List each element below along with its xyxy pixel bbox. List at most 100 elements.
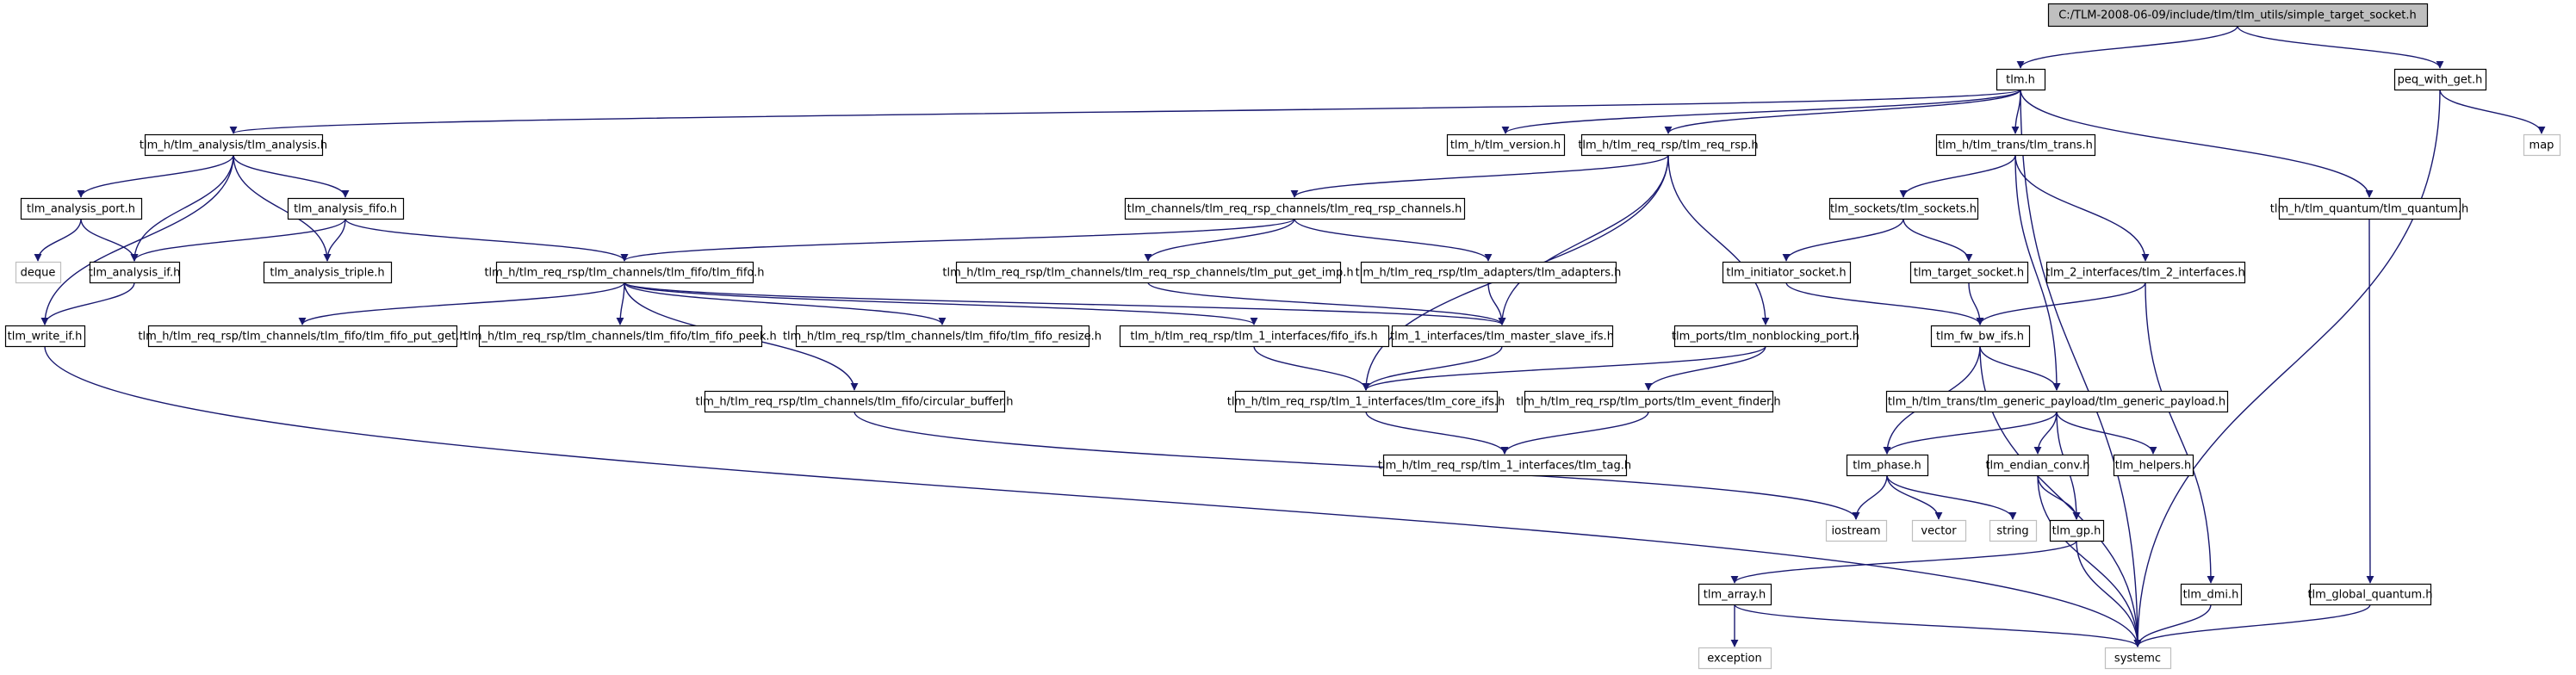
edge-putget-imp-to-master-slave xyxy=(1147,282,1506,325)
graph-node-write-if[interactable]: tlm_write_if.h xyxy=(4,325,86,348)
node-label: tlm_h/tlm_req_rsp/tlm_adapters/tlm_adapt… xyxy=(1356,267,1622,280)
graph-node-gquantum[interactable]: tlm_global_quantum.h xyxy=(2307,583,2433,606)
node-label: tlm_target_socket.h xyxy=(1914,267,2024,280)
node-box xyxy=(147,325,458,348)
node-label: iostream xyxy=(1831,525,1880,538)
node-box xyxy=(1124,197,1466,220)
graph-node-fifo-ifs[interactable]: tlm_h/tlm_req_rsp/tlm_1_interfaces/fifo_… xyxy=(1119,325,1390,348)
graph-node-peq[interactable]: peq_with_get.h xyxy=(2393,68,2487,91)
graph-node-master-slave[interactable]: tlm_1_interfaces/tlm_master_slave_ifs.h xyxy=(1390,325,1614,348)
node-box xyxy=(1846,454,1929,477)
graph-node-fifo-resize[interactable]: tlm_h/tlm_req_rsp/tlm_channels/tlm_fifo/… xyxy=(783,325,1102,348)
graph-node-event-finder[interactable]: tlm_h/tlm_req_rsp/tlm_ports/tlm_event_fi… xyxy=(1516,390,1781,413)
graph-node-channels[interactable]: tlm_channels/tlm_req_rsp_channels/tlm_re… xyxy=(1124,197,1466,220)
graph-node-tlm-gp[interactable]: tlm_gp.h xyxy=(2049,519,2105,542)
graph-node-core-ifs[interactable]: tlm_h/tlm_req_rsp/tlm_1_interfaces/tlm_c… xyxy=(1227,390,1505,413)
edge-channels-to-adapters xyxy=(1294,218,1493,262)
graph-node-circ-buf[interactable]: tlm_h/tlm_req_rsp/tlm_channels/tlm_fifo/… xyxy=(696,390,1014,413)
node-box xyxy=(2047,3,2429,28)
graph-node-fifo-peek[interactable]: tlm_h/tlm_req_rsp/tlm_channels/tlm_fifo/… xyxy=(463,325,777,348)
node-label: tlm_channels/tlm_req_rsp_channels/tlm_re… xyxy=(1127,203,1462,216)
graph-node-iostream[interactable]: iostream xyxy=(1825,519,1888,542)
graph-node-phase[interactable]: tlm_phase.h xyxy=(1846,454,1929,477)
graph-node-an-fifo[interactable]: tlm_analysis_fifo.h xyxy=(287,197,405,220)
graph-node-tlm-h[interactable]: tlm.h xyxy=(1996,68,2046,91)
edge-channels-to-fifo xyxy=(620,218,1295,262)
graph-node-tag[interactable]: tlm_h/tlm_req_rsp/tlm_1_interfaces/tlm_t… xyxy=(1378,454,1631,477)
node-label: tlm_analysis_port.h xyxy=(27,203,135,216)
edge-root-to-peq xyxy=(2237,25,2444,69)
edge-endian-to-tlm-gp xyxy=(2037,474,2081,520)
graph-node-an-triple[interactable]: tlm_analysis_triple.h xyxy=(263,261,393,284)
graph-node-vector[interactable]: vector xyxy=(1911,519,1967,542)
node-box xyxy=(2180,583,2243,606)
graph-node-an-if[interactable]: tlm_analysis_if.h xyxy=(89,261,181,284)
graph-node-version[interactable]: tlm_h/tlm_version.h xyxy=(1446,133,1566,157)
node-box xyxy=(4,325,86,348)
node-label: tlm_dmi.h xyxy=(2183,589,2239,602)
node-label: tlm_h/tlm_req_rsp/tlm_1_interfaces/tlm_t… xyxy=(1378,460,1631,473)
edge-fifo-to-fifo-peek xyxy=(616,282,625,325)
node-box xyxy=(1698,583,1772,606)
graph-node-string[interactable]: string xyxy=(1989,519,2038,542)
graph-node-putget-imp[interactable]: tlm_h/tlm_req_rsp/tlm_channels/tlm_req_r… xyxy=(942,261,1354,284)
edge-core-ifs-to-tag xyxy=(1365,411,1509,455)
graph-node-fifo-putget[interactable]: tlm_h/tlm_req_rsp/tlm_channels/tlm_fifo/… xyxy=(138,325,467,348)
graph-node-sockets[interactable]: tlm_sockets/tlm_sockets.h xyxy=(1828,197,1979,220)
graph-node-trans[interactable]: tlm_h/tlm_trans/tlm_trans.h xyxy=(1935,133,2096,157)
node-box xyxy=(1987,454,2089,477)
graph-node-array[interactable]: tlm_array.h xyxy=(1698,583,1772,606)
graph-node-if2[interactable]: tlm_2_interfaces/tlm_2_interfaces.h xyxy=(2045,261,2246,284)
node-label: map xyxy=(2529,139,2554,152)
graph-node-adapters[interactable]: tlm_h/tlm_req_rsp/tlm_adapters/tlm_adapt… xyxy=(1356,261,1622,284)
edge-trans-to-if2 xyxy=(2014,154,2150,262)
node-label: tlm_h/tlm_req_rsp/tlm_1_interfaces/tlm_c… xyxy=(1227,396,1505,409)
node-box xyxy=(955,261,1342,284)
graph-node-deque[interactable]: deque xyxy=(15,261,62,284)
graph-node-nb-port[interactable]: tlm_ports/tlm_nonblocking_port.h xyxy=(1672,325,1859,348)
node-label: tlm_analysis_fifo.h xyxy=(294,203,397,216)
node-label: tlm_endian_conv.h xyxy=(1985,460,2089,473)
graph-node-an-port[interactable]: tlm_analysis_port.h xyxy=(20,197,143,220)
graph-node-gp[interactable]: tlm_h/tlm_trans/tlm_generic_payload/tlm_… xyxy=(1885,390,2229,413)
graph-node-init-sock[interactable]: tlm_initiator_socket.h xyxy=(1722,261,1852,284)
edge-sockets-to-tgt-sock xyxy=(1903,218,1973,262)
graph-node-map[interactable]: map xyxy=(2523,133,2561,157)
graph-node-systemc[interactable]: systemc xyxy=(2104,647,2172,670)
node-label: tlm_analysis_if.h xyxy=(89,267,181,280)
edge-tlm-gp-to-systemc xyxy=(2076,540,2142,647)
node-box xyxy=(2523,133,2561,157)
edge-analysis-to-write-if xyxy=(40,154,234,325)
graph-node-dmi[interactable]: tlm_dmi.h xyxy=(2180,583,2243,606)
edge-nb-port-to-event-finder xyxy=(1644,345,1766,391)
node-box xyxy=(1119,325,1390,348)
graph-node-quantum[interactable]: tlm_h/tlm_quantum/tlm_quantum.h xyxy=(2270,197,2468,220)
node-label: systemc xyxy=(2114,653,2161,666)
node-label: tlm_ports/tlm_nonblocking_port.h xyxy=(1672,331,1859,344)
node-box xyxy=(263,261,393,284)
node-label: tlm_global_quantum.h xyxy=(2307,589,2432,602)
graph-node-analysis[interactable]: tlm_h/tlm_analysis/tlm_analysis.h xyxy=(140,133,327,157)
node-box xyxy=(1698,647,1772,670)
graph-node-fw-bw[interactable]: tlm_fw_bw_ifs.h xyxy=(1930,325,2031,348)
edge-analysis-to-an-if xyxy=(130,154,234,262)
graph-node-helpers[interactable]: tlm_helpers.h xyxy=(2113,454,2194,477)
graph-node-root[interactable]: C:/TLM-2008-06-09/include/tlm/tlm_utils/… xyxy=(2047,3,2429,28)
node-label: tlm_1_interfaces/tlm_master_slave_ifs.h xyxy=(1390,331,1614,344)
edge-analysis-to-an-port xyxy=(77,154,234,198)
node-label: tlm_fw_bw_ifs.h xyxy=(1936,331,2024,344)
edge-fifo-to-fifo-putget xyxy=(298,282,625,325)
graph-node-tgt-sock[interactable]: tlm_target_socket.h xyxy=(1909,261,2029,284)
node-layer: C:/TLM-2008-06-09/include/tlm/tlm_utils/… xyxy=(4,3,2561,670)
graph-node-fifo[interactable]: tlm_h/tlm_req_rsp/tlm_channels/tlm_fifo/… xyxy=(484,261,765,284)
node-box xyxy=(287,197,405,220)
edge-tlm-gp-to-array xyxy=(1730,540,2077,584)
edge-channels-to-putget-imp xyxy=(1144,218,1295,262)
node-label: tlm_helpers.h xyxy=(2115,460,2191,473)
edge-if2-to-fw-bw xyxy=(1976,282,2146,325)
node-box xyxy=(1722,261,1852,284)
node-label: C:/TLM-2008-06-09/include/tlm/tlm_utils/… xyxy=(2058,9,2417,22)
graph-node-reqrsp[interactable]: tlm_h/tlm_req_rsp/tlm_req_rsp.h xyxy=(1578,133,1759,157)
graph-node-exception[interactable]: exception xyxy=(1698,647,1772,670)
graph-node-endian[interactable]: tlm_endian_conv.h xyxy=(1985,454,2090,477)
